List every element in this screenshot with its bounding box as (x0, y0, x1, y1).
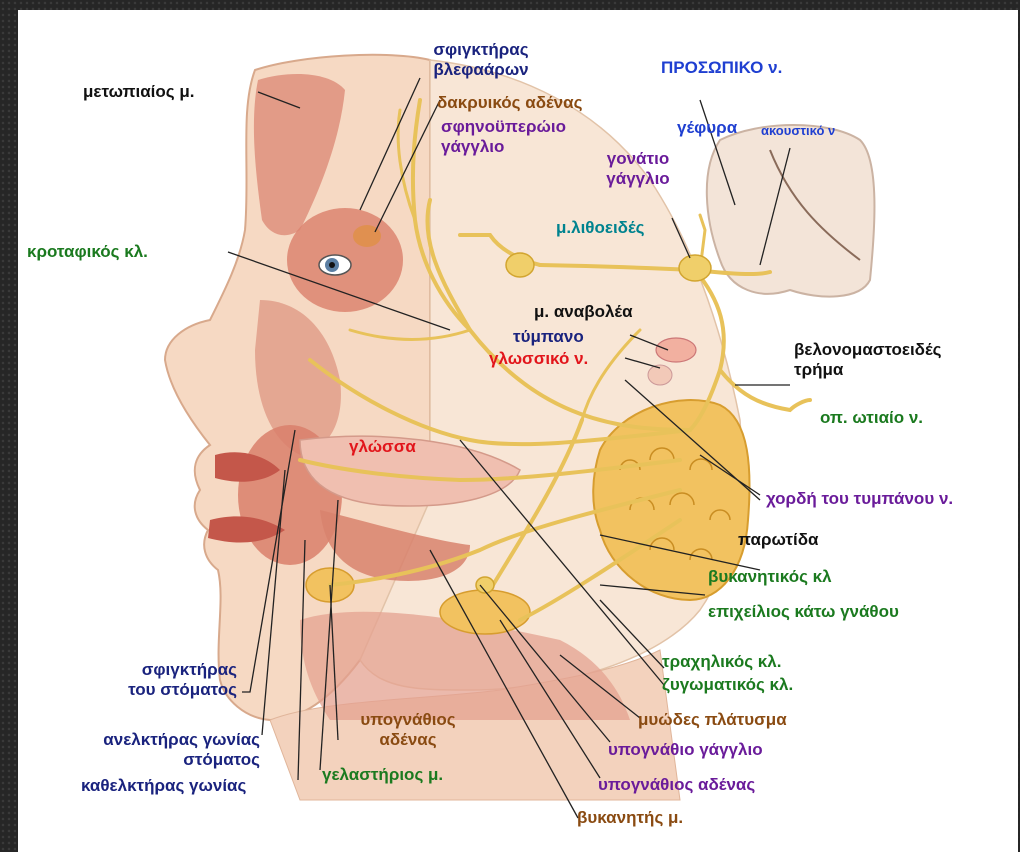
tympanum (656, 338, 696, 362)
label-lacrimal-gland: δακρυικός αδένας (437, 93, 582, 113)
label-acoustic-nerve: ακουστικό ν (761, 121, 835, 141)
label-geniculate-line1: γονάτιο (588, 149, 688, 169)
label-marginal-mandibular: επιχείλιος κάτω γνάθου (708, 602, 899, 622)
label-geniculate-ganglion: γονάτιο γάγγλιο (588, 149, 688, 189)
label-zygomatic-branch: ζυγωματικός κλ. (662, 675, 793, 695)
label-submandibular-gland-right: υπογνάθιος αδένας (598, 775, 755, 795)
label-buccal-branch: βυκανητικός κλ (708, 567, 832, 587)
submandibular-gland (440, 590, 530, 634)
pupil (329, 262, 335, 268)
label-orbicularis-oculi-line2: βλεφαάρων (406, 60, 556, 80)
label-facial-nerve: ΠΡΟΣΩΠΙΚΟ ν. (661, 58, 782, 78)
label-stylomastoid-line1: βελονομαστοειδές (794, 340, 942, 360)
label-buccinator: βυκανητής μ. (577, 808, 683, 828)
label-cervical-branch: τραχηλικός κλ. (662, 652, 781, 672)
label-pterygopalatine-ganglion: σφηνοϋπερώιο γάγγλιο (441, 117, 566, 157)
label-frontalis: μετωπιαίος μ. (83, 82, 194, 102)
label-orbicularis-oculi: σφιγκτήρας βλεφαάρων (406, 40, 556, 80)
label-tongue: γλώσσα (349, 437, 416, 457)
label-stapedius: μ. αναβολέα (534, 302, 633, 322)
label-submandibular-gland-left: υπογνάθιος αδένας (333, 710, 483, 750)
label-submandibular-left-line1: υπογνάθιος (333, 710, 483, 730)
label-orbicularis-oris-line2: του στόματος (20, 680, 237, 700)
label-chorda-tympani: χορδή του τυμπάνου ν. (766, 489, 953, 509)
label-depressor-anguli-oris: καθελκτήρας γωνίας (81, 776, 246, 796)
label-stylomastoid-line2: τρήμα (794, 360, 942, 380)
label-orbicularis-oculi-line1: σφιγκτήρας (406, 40, 556, 60)
label-submandibular-ganglion: υπογνάθιο γάγγλιο (608, 740, 763, 760)
label-pons: γέφυρα (677, 118, 737, 138)
brainstem-shape (707, 125, 875, 297)
pterygopalatine-ganglion (506, 253, 534, 277)
label-platysma: μυώδες πλάτυσμα (638, 710, 787, 730)
geniculate-ganglion (679, 255, 711, 281)
label-orbicularis-oris-line1: σφιγκτήρας (20, 660, 237, 680)
label-pterygopalatine-line2: γάγγλιο (441, 137, 566, 157)
label-levator-anguli-oris: ανελκτήρας γωνίας στόματος (20, 730, 260, 770)
label-submandibular-left-line2: αδένας (333, 730, 483, 750)
label-lingual-nerve: γλωσσικό ν. (489, 349, 588, 369)
label-geniculate-line2: γάγγλιο (588, 169, 688, 189)
label-risorius: γελαστήριος μ. (322, 765, 443, 785)
label-tympanum: τύμπανο (513, 327, 584, 347)
label-levator-line2: στόματος (20, 750, 260, 770)
label-stylomastoid-foramen: βελονομαστοειδές τρήμα (794, 340, 942, 380)
label-posterior-auricular: οπ. ωτιαίο ν. (820, 408, 923, 428)
label-levator-line1: ανελκτήρας γωνίας (20, 730, 260, 750)
label-orbicularis-oris: σφιγκτήρας του στόματος (20, 660, 237, 700)
label-temporal-branch: κροταφικός κλ. (27, 242, 148, 262)
label-petrous: μ.λιθοειδές (556, 218, 645, 238)
label-pterygopalatine-line1: σφηνοϋπερώιο (441, 117, 566, 137)
label-parotid: παρωτίδα (738, 530, 818, 550)
